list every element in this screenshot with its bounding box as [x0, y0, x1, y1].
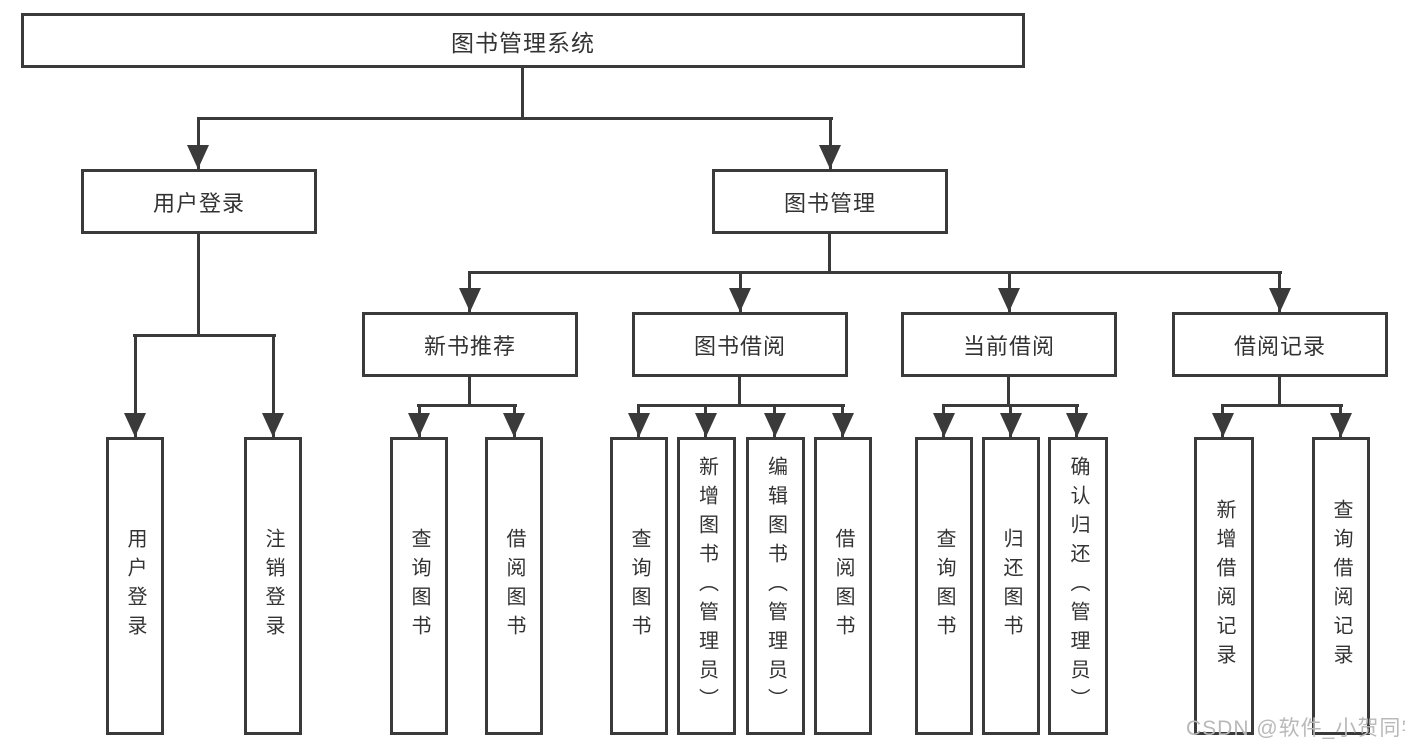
node-label: 查询借阅记录 [1330, 499, 1352, 673]
connector-line [197, 117, 200, 169]
arrow-down [819, 145, 841, 169]
connector-line [828, 234, 831, 274]
arrow-down [695, 413, 717, 437]
leaf-edit-book-admin: 编辑图书（管理员） [746, 437, 805, 735]
node-book-borrowing: 图书借阅 [632, 312, 848, 377]
connector-line [1221, 404, 1343, 407]
node-label: 图书管理 [783, 190, 876, 216]
arrow-down [1000, 413, 1022, 437]
node-label: 新增图书（管理员） [695, 455, 718, 717]
leaf-add-book-admin: 新增图书（管理员） [677, 437, 736, 735]
node-label: 新增借阅记录 [1213, 499, 1235, 673]
arrow-down [124, 413, 146, 437]
connector-line [468, 271, 1282, 274]
node-current-borrowing: 当前借阅 [901, 312, 1117, 377]
connector-line [829, 117, 832, 169]
arrow-down [1269, 288, 1291, 312]
node-label: 确认归还（管理员） [1067, 455, 1089, 717]
arrow-down [933, 413, 955, 437]
leaf-query-book-borrow: 查询图书 [610, 437, 668, 735]
leaf-return-book: 归还图书 [982, 437, 1040, 735]
arrow-down [998, 288, 1020, 312]
node-label: 编辑图书（管理员） [764, 455, 787, 717]
node-label: 图书管理系统 [451, 29, 595, 56]
connector-line [1278, 377, 1281, 407]
node-label: 用户登录 [124, 528, 146, 644]
node-label: 借阅图书 [503, 528, 525, 644]
connector-line [1007, 377, 1010, 407]
watermark: CSDN @软件_小贺同学 [1186, 717, 1405, 740]
leaf-logout: 注销登录 [244, 437, 302, 735]
node-new-book-recommend: 新书推荐 [362, 312, 578, 377]
arrow-down [1066, 413, 1088, 437]
connector-line [272, 334, 275, 437]
connector-line [197, 234, 200, 336]
leaf-add-borrow-record: 新增借阅记录 [1194, 437, 1254, 735]
connector-line [521, 68, 524, 119]
arrow-down [764, 413, 786, 437]
arrow-down [1330, 413, 1352, 437]
node-label: 查询图书 [933, 528, 955, 644]
node-user-login: 用户登录 [81, 169, 317, 234]
arrow-down [832, 413, 854, 437]
arrow-down [628, 413, 650, 437]
connector-line [637, 404, 845, 407]
connector-line [133, 334, 276, 337]
arrow-down [262, 413, 284, 437]
leaf-query-book-current: 查询图书 [915, 437, 973, 735]
node-label: 查询图书 [628, 528, 650, 644]
connector-line [738, 377, 741, 407]
node-label: 用户登录 [152, 190, 245, 216]
node-label: 归还图书 [1000, 528, 1022, 644]
arrow-down [503, 413, 525, 437]
node-borrowing-records: 借阅记录 [1172, 312, 1388, 377]
leaf-borrow-book-recommend: 借阅图书 [485, 437, 543, 735]
arrow-down [459, 288, 481, 312]
node-label: 查询图书 [408, 528, 430, 644]
node-label: 借阅记录 [1233, 333, 1326, 359]
node-label: 图书借阅 [693, 333, 786, 359]
leaf-user-login: 用户登录 [106, 437, 164, 735]
leaf-query-book-recommend: 查询图书 [390, 437, 448, 735]
connector-line [197, 117, 833, 120]
connector-line [134, 334, 137, 437]
node-label: 新书推荐 [423, 333, 516, 359]
leaf-query-borrow-record: 查询借阅记录 [1312, 437, 1370, 735]
leaf-borrow-book-borrow: 借阅图书 [814, 437, 872, 735]
connector-line [468, 377, 471, 407]
node-label: 当前借阅 [962, 333, 1055, 359]
node-book-management: 图书管理 [712, 169, 948, 234]
node-label: 借阅图书 [832, 528, 854, 644]
arrow-down [187, 145, 209, 169]
arrow-down [1212, 413, 1234, 437]
arrow-down [729, 288, 751, 312]
arrow-down [408, 413, 430, 437]
leaf-confirm-return-admin: 确认归还（管理员） [1048, 437, 1108, 735]
node-label: 注销登录 [262, 528, 284, 644]
node-root: 图书管理系统 [21, 13, 1025, 68]
connector-line [417, 404, 517, 407]
